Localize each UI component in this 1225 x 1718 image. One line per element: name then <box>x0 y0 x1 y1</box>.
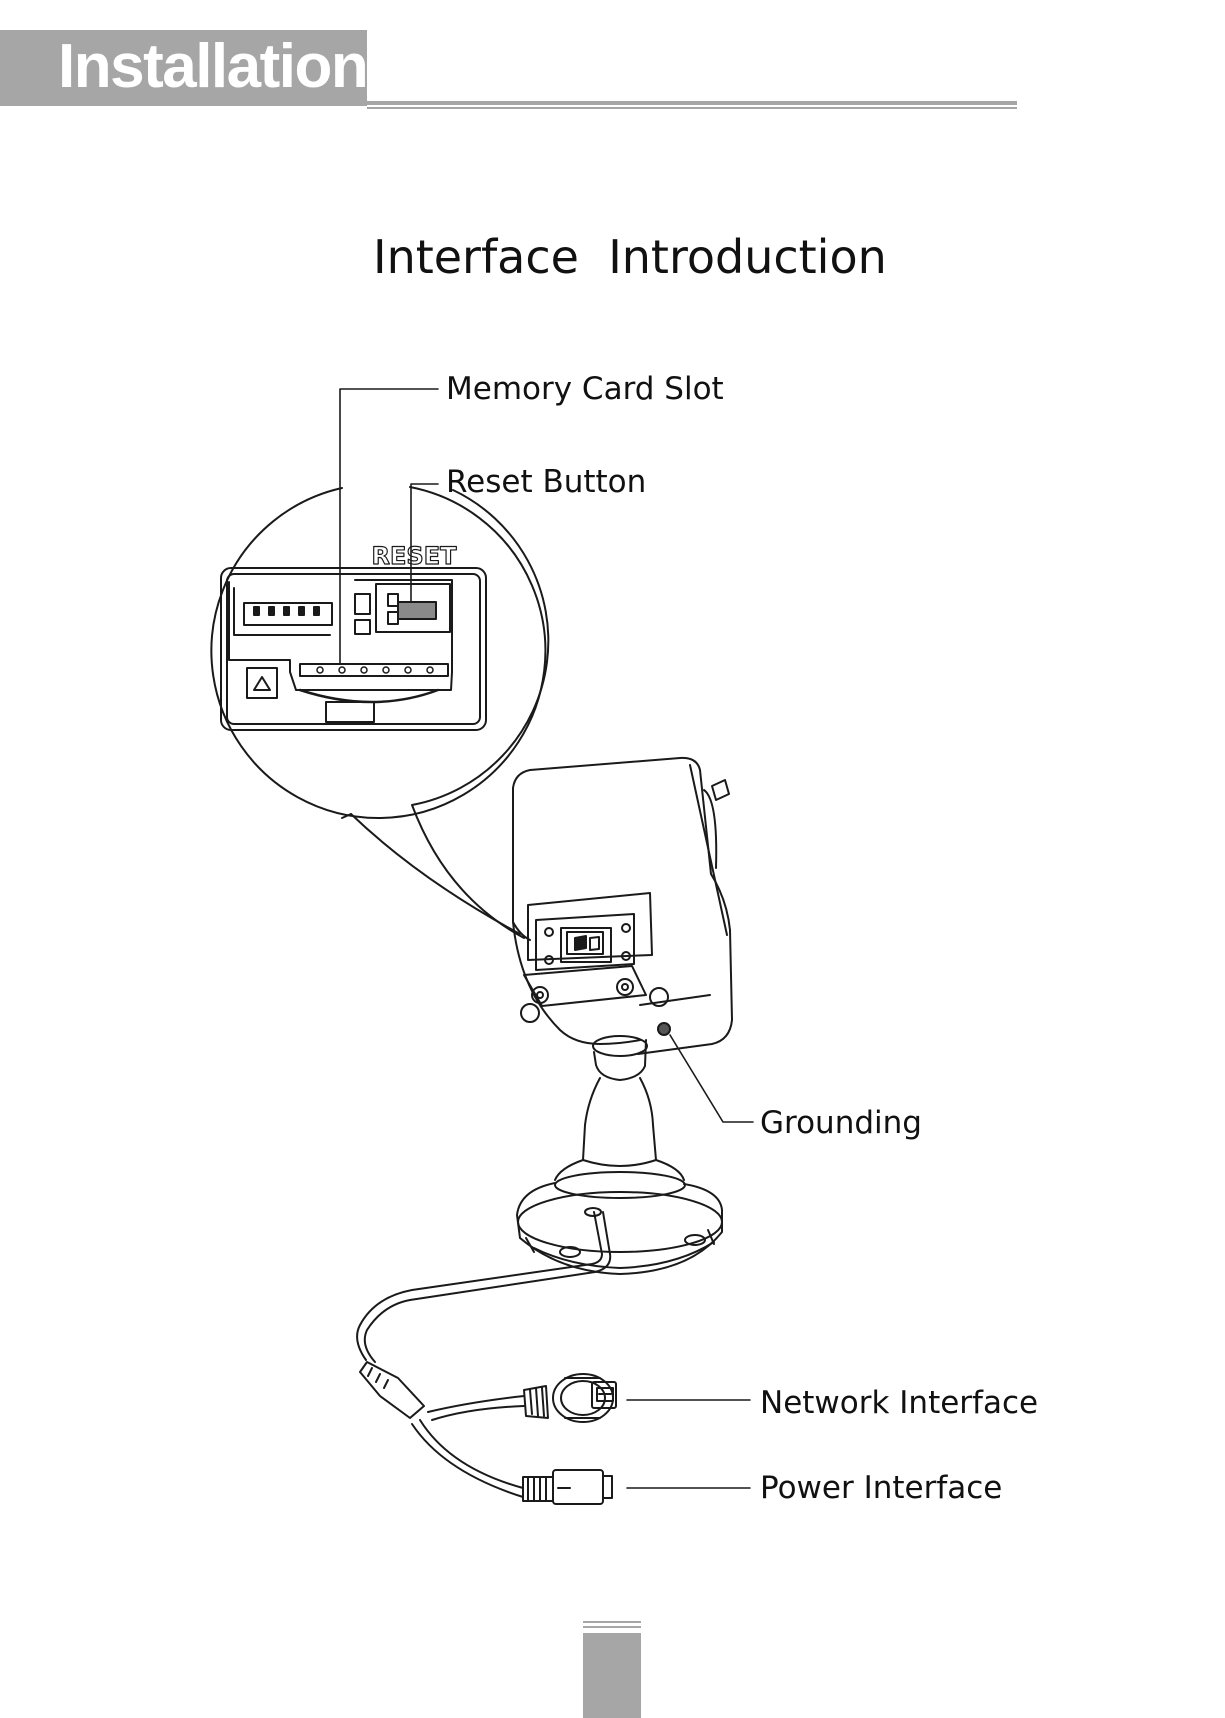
zoom-panel: RESET <box>221 542 486 730</box>
grounding-label: Grounding <box>760 1108 922 1139</box>
camera-mount <box>517 1036 722 1274</box>
memory-card-slot-label: Memory Card Slot <box>446 374 724 405</box>
footer-rule <box>583 1621 641 1623</box>
camera-interface-cover <box>521 914 670 1035</box>
reset-button-label: Reset Button <box>446 467 646 498</box>
page-number-tab <box>583 1633 641 1718</box>
network-connector <box>524 1374 616 1422</box>
reset-marking: RESET <box>372 542 458 570</box>
camera-housing <box>513 758 732 1054</box>
camera-cable <box>357 1212 610 1497</box>
power-connector <box>523 1470 612 1504</box>
power-interface-label: Power Interface <box>760 1473 1002 1504</box>
footer-rule <box>583 1626 641 1628</box>
network-interface-label: Network Interface <box>760 1388 1038 1419</box>
